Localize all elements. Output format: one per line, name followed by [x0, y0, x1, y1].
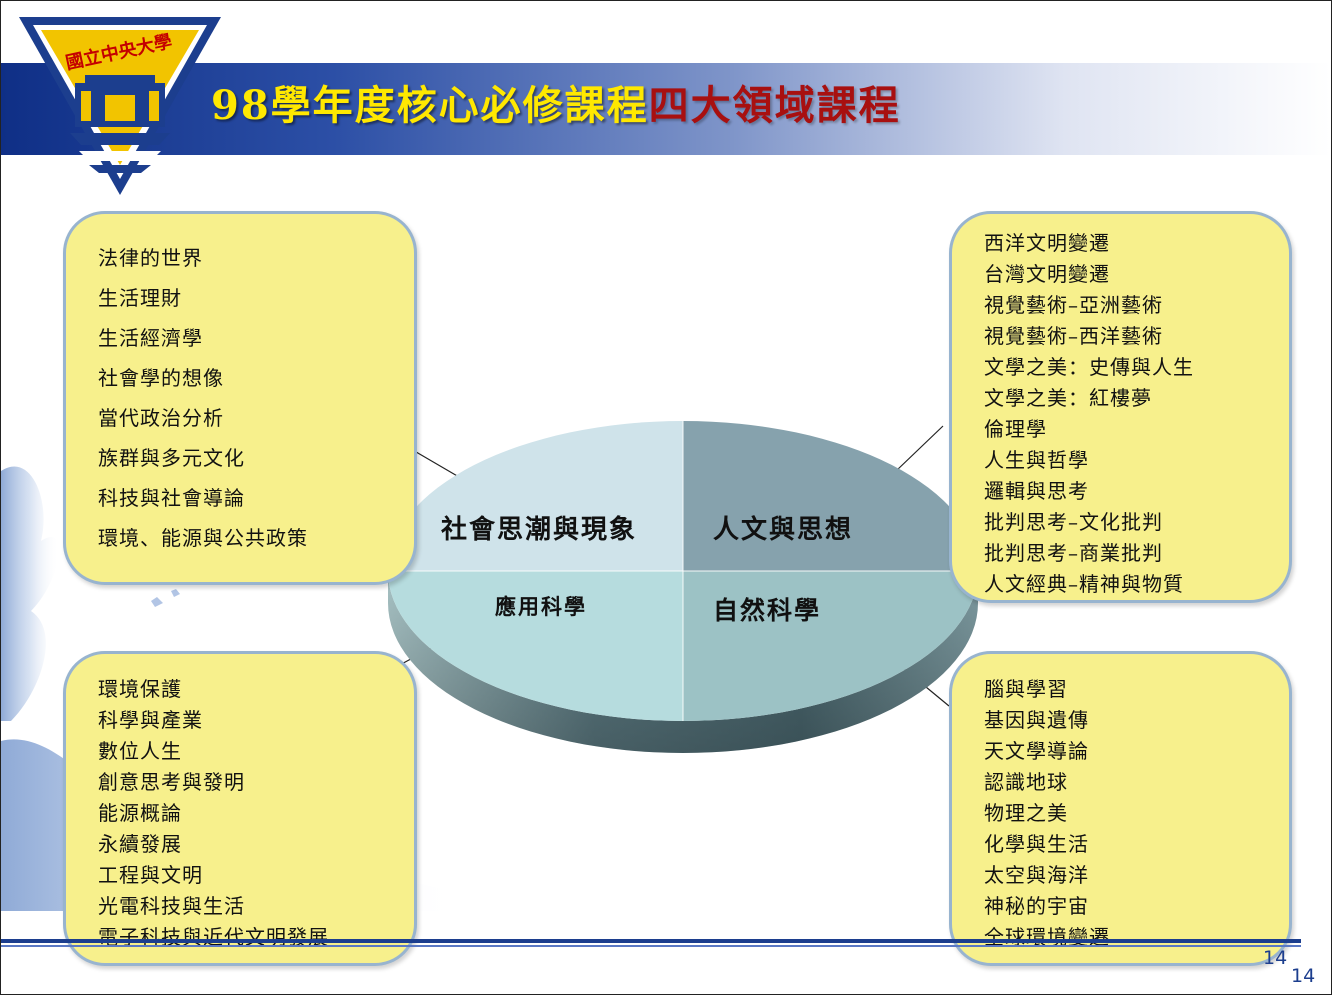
- course-item: 天文學導論: [984, 739, 1089, 763]
- connector-line: [895, 425, 944, 472]
- course-item: 人文經典–精神與物質: [984, 572, 1184, 596]
- course-item: 社會學的想像: [98, 366, 224, 390]
- quadrant-humanities: [683, 421, 978, 571]
- course-box-social: 法律的世界 生活理財 生活經濟學 社會學的想像 當代政治分析 族群與多元文化 科…: [63, 211, 417, 585]
- course-box-nature: 腦與學習 基因與遺傳 天文學導論 認識地球 物理之美 化學與生活 太空與海洋 神…: [949, 651, 1292, 966]
- course-item: 腦與學習: [984, 677, 1068, 701]
- page-number: 14: [1263, 947, 1288, 969]
- course-item: 光電科技與生活: [98, 894, 245, 918]
- title-part-2: 四大領域課程: [648, 82, 901, 129]
- course-item: 神秘的宇宙: [984, 894, 1089, 918]
- course-item: 能源概論: [98, 801, 182, 825]
- course-item: 人生與哲學: [984, 448, 1089, 472]
- course-item: 視覺藝術–西洋藝術: [984, 324, 1163, 348]
- page-number-secondary: 14: [1291, 965, 1316, 987]
- footer-rule-secondary: [1, 945, 1301, 947]
- course-box-humanities: 西洋文明變遷 台灣文明變遷 視覺藝術–亞洲藝術 視覺藝術–西洋藝術 文學之美：史…: [949, 211, 1292, 603]
- course-item: 基因與遺傳: [984, 708, 1089, 732]
- course-item: 科學與產業: [98, 708, 203, 732]
- title-banner: [1, 63, 1331, 155]
- title-part-1: 98學年度核心必修課程: [211, 82, 649, 129]
- quadrant-social: [388, 421, 683, 571]
- course-item: 邏輯與思考: [984, 479, 1089, 503]
- course-item: 物理之美: [984, 801, 1068, 825]
- course-item: 環境保護: [98, 677, 182, 701]
- course-item: 數位人生: [98, 739, 182, 763]
- course-item: 太空與海洋: [984, 863, 1089, 887]
- course-item: 法律的世界: [98, 246, 203, 270]
- course-item: 視覺藝術–亞洲藝術: [984, 293, 1163, 317]
- course-item: 西洋文明變遷: [984, 231, 1110, 255]
- quadrant-label-nature: 自然科學: [713, 596, 822, 625]
- footer-rule: [1, 939, 1301, 943]
- course-item: 科技與社會導論: [98, 486, 245, 510]
- course-box-applied: 環境保護 科學與產業 數位人生 創意思考與發明 能源概論 永續發展 工程與文明 …: [63, 651, 417, 966]
- quadrant-label-social: 社會思潮與現象: [441, 515, 638, 545]
- course-item: 化學與生活: [984, 832, 1089, 856]
- course-item: 全球環境變遷: [984, 925, 1110, 949]
- quadrant-label-applied: 應用科學: [495, 594, 587, 619]
- connector-line: [410, 448, 460, 478]
- course-item: 永續發展: [98, 832, 182, 856]
- university-logo: 國立中央大學: [19, 17, 221, 195]
- course-item: 族群與多元文化: [98, 446, 245, 470]
- quadrant-label-humanities: 人文與思想: [713, 515, 854, 545]
- course-item: 工程與文明: [98, 863, 203, 887]
- course-item: 當代政治分析: [98, 406, 224, 430]
- course-item: 電子科技與近代文明發展: [98, 925, 329, 949]
- course-item: 批判思考–商業批判: [984, 541, 1163, 565]
- course-item: 認識地球: [984, 770, 1068, 794]
- course-item: 文學之美：紅樓夢: [984, 386, 1152, 410]
- course-item: 創意思考與發明: [98, 770, 245, 794]
- course-item: 批判思考–文化批判: [984, 510, 1163, 534]
- course-item: 文學之美：史傳與人生: [984, 355, 1194, 379]
- course-item: 生活理財: [98, 286, 182, 310]
- course-item: 環境、能源與公共政策: [98, 526, 308, 550]
- course-item: 台灣文明變遷: [984, 262, 1110, 286]
- page-title: 98學年度核心必修課程四大領域課程: [211, 73, 901, 131]
- course-item: 生活經濟學: [98, 326, 203, 350]
- course-item: 倫理學: [984, 417, 1047, 441]
